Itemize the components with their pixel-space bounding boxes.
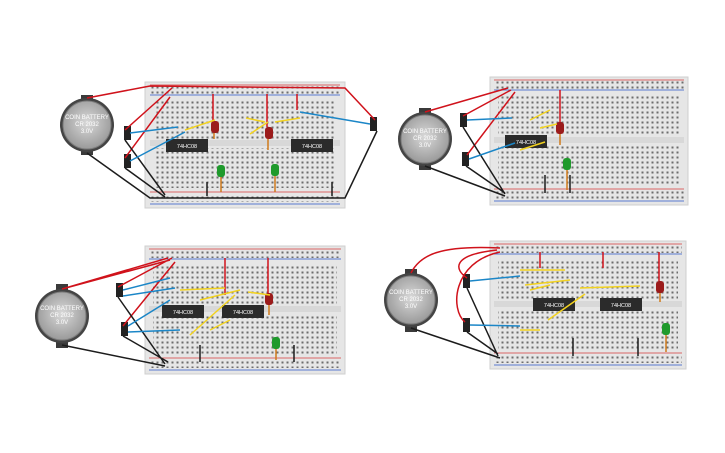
circuit-3: COIN BATTERY CR 2032 3.0V 74HC08 74HC08 xyxy=(35,245,346,375)
wires xyxy=(424,87,571,197)
coin-battery: COIN BATTERY CR 2032 3.0V xyxy=(384,269,438,332)
slide-switch[interactable] xyxy=(462,152,469,166)
green-led xyxy=(272,337,280,349)
red-led xyxy=(656,281,664,293)
circuit-2: COIN BATTERY CR 2032 3.0V 74HC08 xyxy=(398,76,689,206)
chip-label: 74HC08 xyxy=(233,310,253,316)
circuit-1: COIN BATTERY CR 2032 3.0V 74HC08 74HC08 xyxy=(60,81,378,209)
red-led xyxy=(265,293,273,305)
slide-switch[interactable] xyxy=(463,274,470,288)
wires xyxy=(410,246,667,359)
battery-model: CR 2032 xyxy=(399,297,423,303)
breadboard xyxy=(489,240,687,370)
logic-chip: 74HC08 xyxy=(291,139,333,152)
coin-battery: COIN BATTERY CR 2032 3.0V xyxy=(35,284,89,348)
red-led xyxy=(265,127,273,139)
battery-label: COIN BATTERY xyxy=(65,115,109,121)
chip-label: 74HC08 xyxy=(544,303,564,309)
slide-switch[interactable] xyxy=(116,283,123,297)
slide-switch[interactable] xyxy=(460,113,467,127)
green-led xyxy=(217,165,225,177)
battery-label: COIN BATTERY xyxy=(389,290,433,296)
red-led xyxy=(556,122,564,134)
slide-switch[interactable] xyxy=(121,322,128,336)
breadboard xyxy=(489,76,689,206)
coin-battery: COIN BATTERY CR 2032 3.0V xyxy=(398,108,452,170)
green-led xyxy=(662,323,670,335)
logic-chip: 74HC08 xyxy=(600,298,642,311)
slide-switch[interactable] xyxy=(124,154,131,168)
green-led xyxy=(563,158,571,170)
logic-chip: 74HC08 xyxy=(505,135,547,148)
battery-voltage: 3.0V xyxy=(81,129,93,135)
coin-battery: COIN BATTERY CR 2032 3.0V xyxy=(60,95,114,155)
slide-switch[interactable] xyxy=(370,117,377,131)
logic-chip: 74HC08 xyxy=(222,305,264,318)
chip-label: 74HC08 xyxy=(177,144,197,150)
battery-model: CR 2032 xyxy=(413,136,437,142)
slide-switch[interactable] xyxy=(463,318,470,332)
logic-chip: 74HC08 xyxy=(533,298,575,311)
chip-label: 74HC08 xyxy=(516,140,536,146)
battery-voltage: 3.0V xyxy=(405,304,417,310)
battery-label: COIN BATTERY xyxy=(40,306,84,312)
chip-label: 74HC08 xyxy=(173,310,193,316)
wires xyxy=(86,85,378,199)
slide-switch[interactable] xyxy=(124,126,131,140)
battery-label: COIN BATTERY xyxy=(403,129,447,135)
wires xyxy=(61,257,295,367)
chip-label: 74HC08 xyxy=(302,144,322,150)
green-led xyxy=(271,164,279,176)
chip-label: 74HC08 xyxy=(611,303,631,309)
logic-chip: 74HC08 xyxy=(162,305,204,318)
battery-voltage: 3.0V xyxy=(56,320,68,326)
battery-model: CR 2032 xyxy=(50,313,74,319)
red-led xyxy=(211,121,219,133)
logic-chip: 74HC08 xyxy=(166,139,208,152)
battery-voltage: 3.0V xyxy=(419,143,431,149)
circuit-4: COIN BATTERY CR 2032 3.0V 74HC08 74HC08 xyxy=(384,240,687,370)
battery-model: CR 2032 xyxy=(75,122,99,128)
